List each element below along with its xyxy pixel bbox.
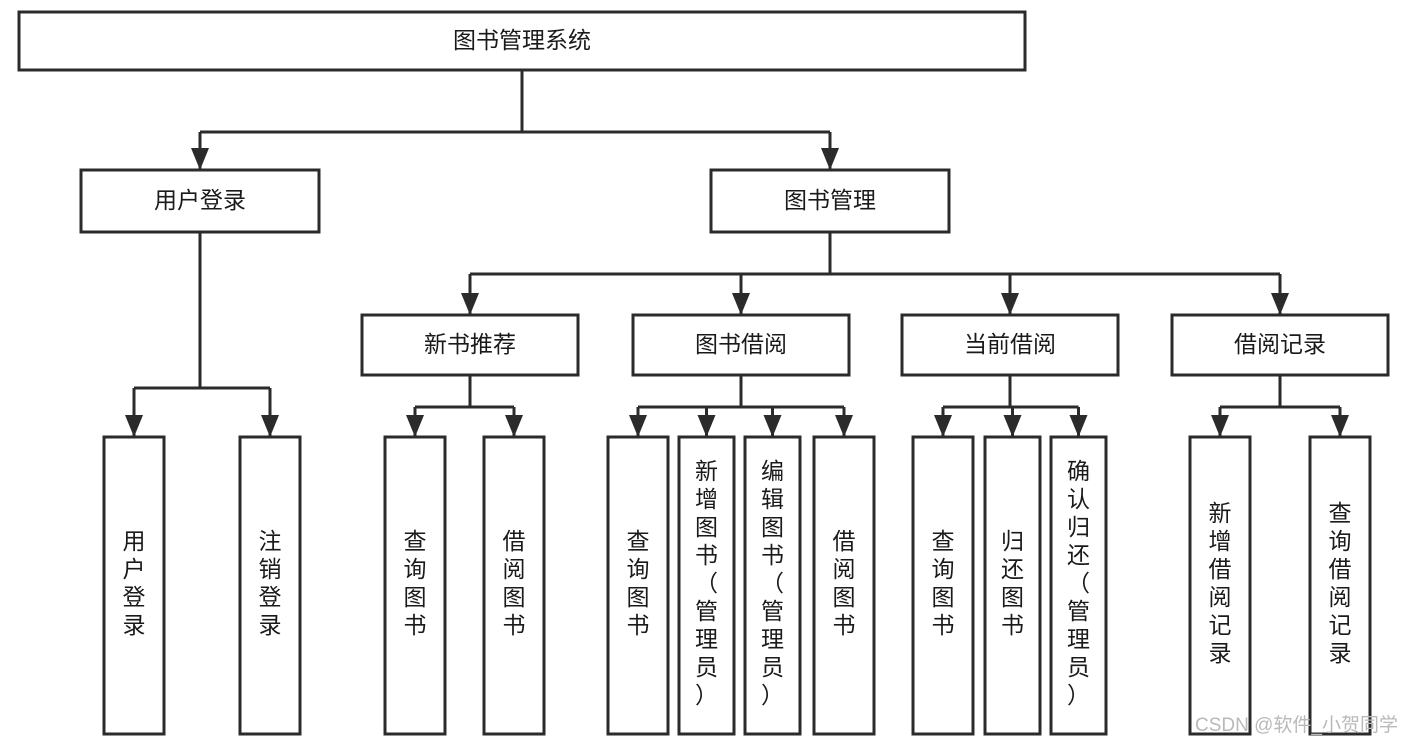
- node-label: 新增借阅记录: [1209, 500, 1232, 666]
- node-leaf-user-login[interactable]: 用户登录: [102, 435, 166, 736]
- arrow-head-icon: [1211, 415, 1229, 437]
- node-box: [102, 435, 166, 736]
- node-leaf-confirm-return[interactable]: 确认归还（管理员）: [1049, 435, 1108, 736]
- node-label: 借阅图书: [503, 528, 526, 638]
- arrow-head-icon: [261, 415, 279, 437]
- node-label: 图书管理系统: [453, 27, 591, 53]
- node-leaf-add-book[interactable]: 新增图书（管理员）: [677, 435, 736, 736]
- arrow-head-icon: [1003, 415, 1022, 437]
- node-label: 图书管理: [784, 187, 876, 213]
- node-box: [743, 435, 802, 736]
- arrow-head-icon: [1331, 415, 1349, 437]
- arrow-head-icon: [1069, 415, 1088, 437]
- node-box: [1170, 313, 1390, 377]
- node-box: [677, 435, 736, 736]
- node-box: [238, 435, 302, 736]
- node-label: 当前借阅: [964, 331, 1056, 357]
- node-new-book-recommend[interactable]: 新书推荐: [360, 313, 580, 377]
- node-label: 新增图书（管理员）: [695, 458, 718, 708]
- node-borrow-record[interactable]: 借阅记录: [1170, 313, 1390, 377]
- node-leaf-return-book[interactable]: 归还图书: [983, 435, 1042, 736]
- arrow-head-icon: [406, 415, 424, 437]
- node-box: [606, 435, 670, 736]
- node-user-login[interactable]: 用户登录: [79, 168, 321, 234]
- node-label: 用户登录: [123, 528, 146, 638]
- node-book-borrow[interactable]: 图书借阅: [631, 313, 851, 377]
- node-label: 查询图书: [627, 528, 650, 638]
- node-label: 查询图书: [932, 528, 955, 638]
- node-book-management[interactable]: 图书管理: [709, 168, 951, 234]
- node-box: [1049, 435, 1108, 736]
- node-box: [79, 168, 321, 234]
- node-leaf-query-book-3[interactable]: 查询图书: [911, 435, 975, 736]
- arrow-head-icon: [191, 148, 209, 170]
- node-box: [383, 435, 447, 736]
- arrow-head-icon: [1001, 293, 1019, 315]
- node-label: 图书借阅: [695, 331, 787, 357]
- node-leaf-query-book-2[interactable]: 查询图书: [606, 435, 670, 736]
- node-leaf-query-record[interactable]: 查询借阅记录: [1308, 435, 1372, 736]
- node-label: 新书推荐: [424, 331, 516, 357]
- arrow-head-icon: [505, 415, 523, 437]
- node-box: [360, 313, 580, 377]
- node-box: [812, 435, 876, 736]
- node-box: [1308, 435, 1372, 736]
- arrow-head-icon: [629, 415, 647, 437]
- node-box: [482, 435, 546, 736]
- node-leaf-borrow-book-2[interactable]: 借阅图书: [812, 435, 876, 736]
- arrow-head-icon: [697, 415, 716, 437]
- arrow-head-icon: [763, 415, 782, 437]
- arrow-head-icon: [732, 293, 750, 315]
- node-box: [911, 435, 975, 736]
- arrow-head-icon: [934, 415, 952, 437]
- arrow-head-icon: [1271, 293, 1289, 315]
- node-box: [709, 168, 951, 234]
- node-leaf-query-book-1[interactable]: 查询图书: [383, 435, 447, 736]
- node-leaf-borrow-book-1[interactable]: 借阅图书: [482, 435, 546, 736]
- csdn-watermark: CSDN @软件_小贺同学: [1195, 714, 1398, 736]
- node-label: 归还图书: [1001, 528, 1024, 638]
- arrow-head-icon: [461, 293, 479, 315]
- connector-layer: [125, 70, 1349, 437]
- node-box: [631, 313, 851, 377]
- node-label: 用户登录: [154, 187, 246, 213]
- node-label: 查询借阅记录: [1329, 500, 1352, 666]
- node-leaf-add-record[interactable]: 新增借阅记录: [1188, 435, 1252, 736]
- node-leaf-logout[interactable]: 注销登录: [238, 435, 302, 736]
- arrow-head-icon: [835, 415, 853, 437]
- arrow-head-icon: [821, 148, 839, 170]
- node-root[interactable]: 图书管理系统: [17, 10, 1027, 72]
- node-layer: 图书管理系统用户登录图书管理新书推荐图书借阅当前借阅借阅记录用户登录注销登录查询…: [17, 10, 1390, 736]
- node-box: [983, 435, 1042, 736]
- node-current-borrow[interactable]: 当前借阅: [900, 313, 1120, 377]
- node-box: [17, 10, 1027, 72]
- arrow-head-icon: [125, 415, 143, 437]
- node-box: [1188, 435, 1252, 736]
- node-label: 注销登录: [259, 528, 282, 638]
- node-label: 查询图书: [404, 528, 427, 638]
- node-label: 确认归还（管理员）: [1067, 458, 1090, 708]
- node-box: [900, 313, 1120, 377]
- node-leaf-edit-book[interactable]: 编辑图书（管理员）: [743, 435, 802, 736]
- node-label: 编辑图书（管理员）: [761, 458, 784, 708]
- node-label: 借阅图书: [833, 528, 856, 638]
- node-label: 借阅记录: [1234, 331, 1326, 357]
